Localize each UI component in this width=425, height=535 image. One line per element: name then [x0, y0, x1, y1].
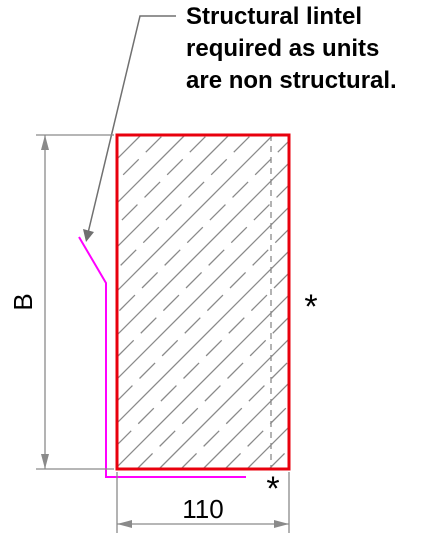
- note-line-3: are non structural.: [186, 67, 397, 94]
- hatch-dashed-line: [136, 316, 289, 469]
- note-line-1: Structural lintel: [186, 3, 363, 30]
- side-asterisk-marker: *: [304, 288, 317, 326]
- structural-lintel: [78, 236, 246, 478]
- height-dimension: [36, 134, 114, 470]
- hatch-dashed-line: [117, 272, 289, 446]
- hatch-line: [117, 135, 230, 248]
- hatch-dashed-line: [180, 360, 289, 469]
- hatch-dashed-line: [117, 135, 252, 270]
- hatch-line: [117, 135, 274, 292]
- unit-outline: [115, 133, 291, 471]
- width-dimension-label: 110: [182, 494, 223, 524]
- hatch-line: [117, 135, 186, 204]
- hatch-line: [158, 338, 289, 469]
- hatch-line: [117, 206, 289, 380]
- hatch-dashed-line: [117, 135, 208, 226]
- hatch-line: [246, 426, 289, 469]
- bottom-asterisk-marker: *: [266, 470, 279, 508]
- hatch-dashed-line: [117, 140, 289, 314]
- hatch-line: [117, 162, 289, 336]
- hatch-dashed-line: [224, 404, 289, 469]
- height-dimension-label: B: [8, 293, 38, 310]
- hatch-dashed-line: [313, 135, 425, 469]
- note-line-2: required as units: [186, 35, 380, 62]
- hatch-dashed-line: [117, 184, 289, 358]
- note-leader-line: [87, 15, 176, 234]
- hatch-pattern: [117, 135, 425, 469]
- hatch-line: [117, 294, 289, 468]
- leader-arrowhead: [83, 229, 94, 242]
- hatch-dashed-line: [117, 228, 289, 402]
- width-dimension: [116, 472, 290, 533]
- hatch-line: [202, 382, 289, 469]
- hatch-dashed-line: [268, 448, 289, 469]
- hatch-line: [117, 250, 289, 424]
